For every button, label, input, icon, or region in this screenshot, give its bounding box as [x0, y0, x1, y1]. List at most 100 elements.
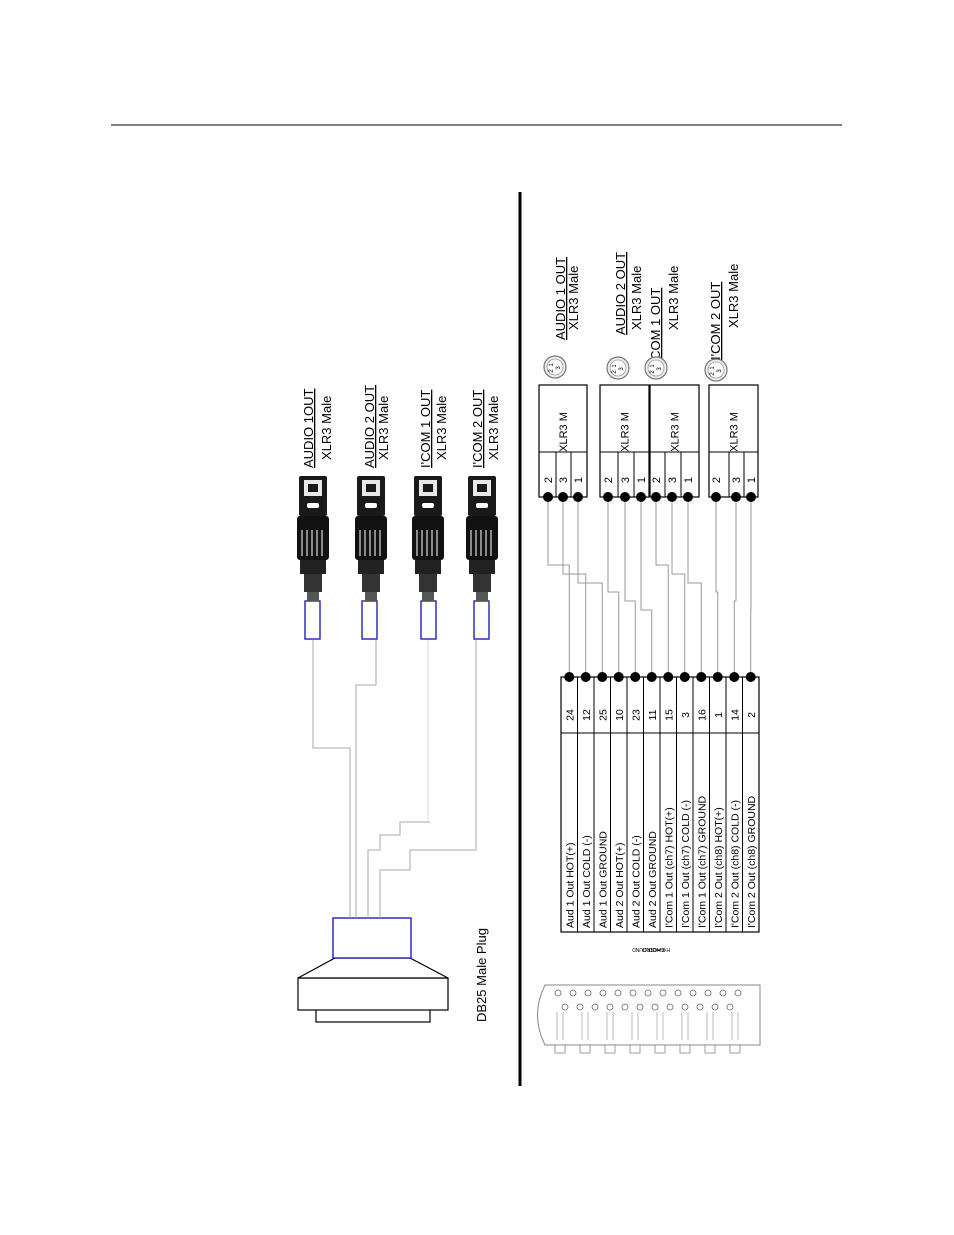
left-connector-name-audio-2: AUDIO 2 OUT	[362, 385, 377, 468]
xlr-pin-dot	[667, 492, 677, 502]
db25-plug-boot	[332, 917, 412, 959]
pinout-signal: Aud 2 Out HOT(+)	[614, 843, 626, 929]
xlr-pin-number: 2	[603, 477, 615, 483]
pinout-signal: Aud 2 Out COLD (-)	[630, 835, 642, 928]
xlr-box-label: XLR3 M	[620, 412, 632, 452]
xlr-box-label: XLR3 M	[670, 412, 682, 452]
xlr-face-icon: 123	[543, 355, 567, 379]
right-wires	[547, 502, 752, 672]
pinout-dot	[580, 672, 591, 682]
svg-text:2: 2	[549, 369, 555, 373]
xlr-connector-audio-1	[297, 476, 329, 601]
left-connector-name-icom-2: I'COM 2 OUT	[470, 390, 485, 468]
xlr-box-label: XLR3 M	[729, 412, 741, 452]
xlr-pin-dot	[558, 492, 568, 502]
svg-text:1: 1	[612, 364, 618, 368]
db25-plug-taper	[297, 957, 449, 979]
right-connector-name-audio-2: AUDIO 2 OUT	[613, 252, 628, 335]
sleeve-icom-1	[420, 600, 437, 640]
left-connector-name-icom-1: I'COM 1 OUT	[418, 390, 433, 468]
pinout-signal: Aud 1 Out COLD (-)	[581, 835, 593, 928]
pinout-dot	[630, 672, 641, 682]
svg-text:3: 3	[717, 369, 723, 373]
pinout-signal: Aud 1 Out GROUND	[597, 831, 609, 928]
xlr-pin-dot	[573, 492, 583, 502]
xlr-pin-dot	[746, 492, 756, 502]
xlr-box-label: XLR3 M	[558, 412, 570, 452]
pinout-dot	[712, 672, 723, 682]
xlr-pin-dot	[543, 492, 553, 502]
db25-plug-body	[297, 977, 449, 1011]
xlr-pin-dot	[731, 492, 741, 502]
left-connector-type-icom-2: XLR3 Male	[486, 396, 501, 460]
xlr-pin-number: 3	[620, 477, 632, 483]
pinout-signal: Aud 2 Out GROUND	[647, 831, 659, 928]
svg-text:2: 2	[612, 370, 618, 374]
pinout-pin-number: 10	[614, 709, 626, 721]
xlr-pin-number: 1	[573, 477, 585, 483]
xlr-pin-number: 1	[746, 477, 758, 483]
xlr-face-icon: 1 23	[606, 356, 630, 380]
pinout-dot	[564, 672, 575, 682]
pinout-pin-number: 14	[729, 709, 741, 721]
pinout-pin-number: 11	[647, 709, 659, 720]
svg-text:1: 1	[650, 364, 656, 368]
xlr-pin-number: 1	[636, 477, 648, 483]
cable-drawing: DB25 Male Plug AUDIO 1OUT XLR3 Male AUDI…	[297, 385, 501, 1023]
xlr-connector-icom-1	[412, 476, 444, 601]
pinout-dot	[696, 672, 707, 682]
svg-text:3: 3	[556, 366, 562, 370]
pinout-signal: I'Com 2 Out (ch8) GROUND	[746, 795, 758, 928]
sleeve-audio-1	[304, 600, 321, 640]
pinout-dot	[663, 672, 674, 682]
pinout-drawing: AUDIO 1 OUT XLR3 Male AUDIO 2 OUT XLR3 M…	[537, 252, 761, 1054]
xlr-pin-number: 2	[543, 477, 555, 483]
db25-legend-text: H = HOT	[650, 946, 670, 952]
pinout-dot	[729, 672, 740, 682]
xlr-pin-number: 1	[683, 477, 695, 483]
right-connector-type-audio-2: XLR3 Male	[629, 266, 644, 330]
xlr-pin-dot	[603, 492, 613, 502]
pinout-pin-number: 23	[630, 709, 642, 721]
right-connector-name-icom-1: I'COM 1 OUT	[648, 288, 663, 366]
pinout-signal: I'Com 2 Out (ch8) HOT(+)	[713, 807, 725, 928]
right-connector-type-audio-1: XLR3 Male	[566, 266, 581, 330]
svg-text:3: 3	[619, 367, 625, 371]
left-connector-type-icom-1: XLR3 Male	[434, 396, 449, 460]
pinout-pin-number: 15	[663, 709, 675, 721]
sleeve-icom-2	[473, 600, 490, 640]
pinout-signal: I'Com 1 Out (ch7) GROUND	[696, 795, 708, 928]
xlr-face-icon: 123	[704, 358, 728, 382]
xlr-connector-icom-2	[466, 476, 498, 601]
pinout-pin-number: 1	[713, 712, 725, 718]
pinout-signal: Aud 1 Out HOT(+)	[564, 843, 576, 929]
xlr-pin-number: 2	[651, 477, 663, 483]
left-connector-type-audio-1: XLR3 Male	[319, 396, 334, 460]
sleeve-audio-2	[361, 600, 378, 640]
xlr-pin-number: 3	[667, 477, 679, 483]
svg-text:1: 1	[710, 366, 716, 370]
db25-legend-text: G = GROUND	[632, 946, 664, 952]
pinout-signal: I'Com 2 Out (ch8) COLD (-)	[729, 800, 741, 928]
pinout-pin-number: 12	[581, 709, 593, 721]
pinout-dot	[745, 672, 756, 682]
pinout-pin-number: 24	[564, 709, 576, 721]
db25-plug-label: DB25 Male Plug	[474, 928, 489, 1022]
xlr-pin-number: 2	[711, 477, 723, 483]
db25-legend-text: C = COLD	[642, 946, 666, 952]
pinout-pin-number: 3	[680, 712, 692, 718]
xlr-pin-number: 3	[731, 477, 743, 483]
pinout-dot	[597, 672, 608, 682]
xlr-pin-number: 3	[558, 477, 570, 483]
xlr-face-icon: 123	[644, 356, 668, 380]
right-connector-type-icom-1: XLR3 Male	[666, 266, 681, 330]
xlr-connector-audio-2	[355, 476, 387, 601]
breakout-wires	[312, 640, 477, 918]
